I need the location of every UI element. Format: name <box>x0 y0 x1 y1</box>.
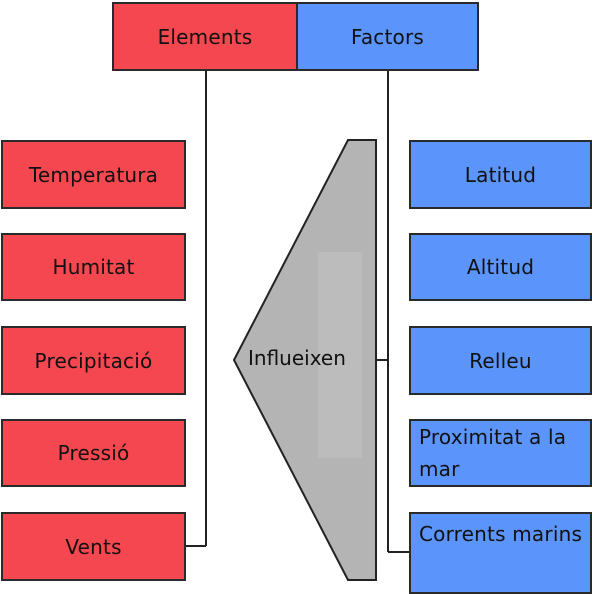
element-box-vents: Vents <box>1 512 186 581</box>
element-box-temperatura: Temperatura <box>1 140 186 209</box>
factor-box-proximitat: Proximitat a la mar <box>409 419 592 487</box>
elements-header: Elements <box>112 2 298 71</box>
elements-header-label: Elements <box>157 24 253 49</box>
factor-label: Relleu <box>469 348 532 373</box>
element-box-humitat: Humitat <box>1 233 186 301</box>
factor-label: Proximitat a la mar <box>419 425 567 481</box>
factor-box-latitud: Latitud <box>409 140 592 209</box>
element-label: Temperatura <box>28 162 159 187</box>
element-box-precipitacio: Precipitació <box>1 326 186 395</box>
factor-box-relleu: Relleu <box>409 326 592 395</box>
element-label: Humitat <box>52 255 135 279</box>
factor-label: Corrents marins <box>419 522 583 546</box>
factor-label: Latitud <box>464 162 537 187</box>
factors-header-label: Factors <box>350 24 425 49</box>
factor-box-altitud: Altitud <box>409 233 592 301</box>
factors-header: Factors <box>296 2 479 71</box>
factor-box-corrents: Corrents marins <box>409 512 592 594</box>
factor-label: Altitud <box>466 255 535 279</box>
element-box-pressio: Pressió <box>1 419 186 487</box>
element-label: Vents <box>65 534 122 559</box>
influence-shape-highlight <box>318 252 362 458</box>
element-label: Pressió <box>57 441 130 465</box>
element-label: Precipitació <box>34 348 153 373</box>
influence-label: Influeixen <box>248 346 346 370</box>
influence-shape <box>232 139 377 581</box>
